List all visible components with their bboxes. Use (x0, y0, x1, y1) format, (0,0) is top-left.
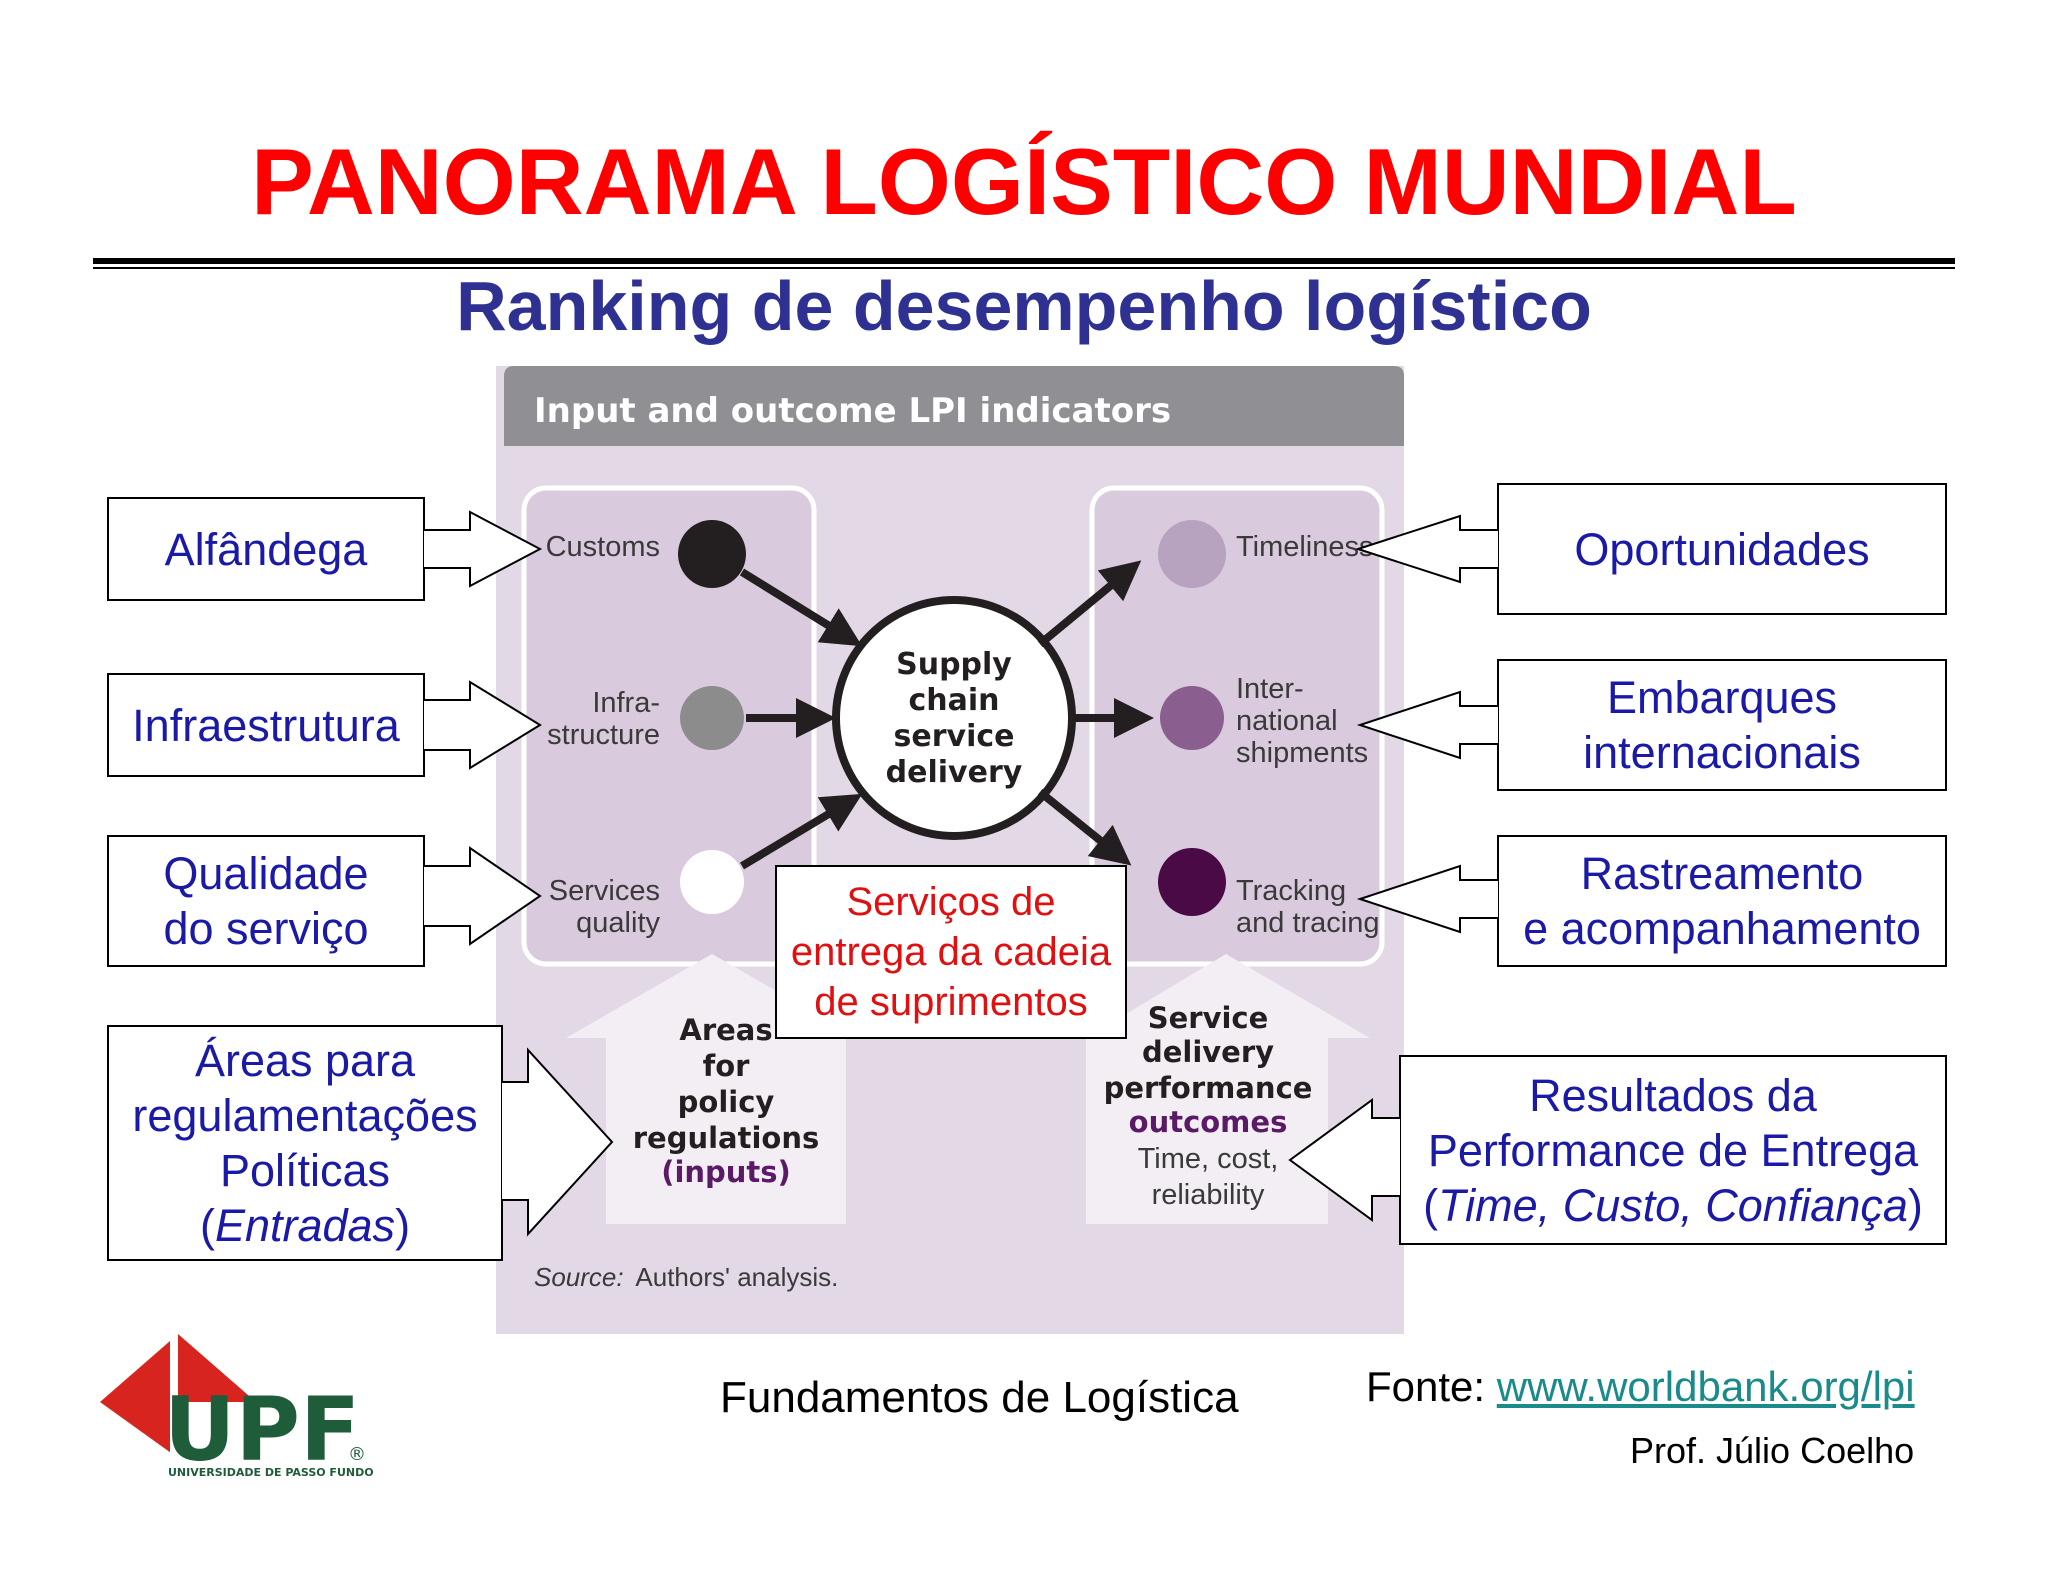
label-infraestrutura-text: Infraestrutura (132, 699, 400, 751)
label-rastreamento-line-2: e acompanhamento (1523, 903, 1921, 954)
arrow-areas (502, 1047, 614, 1237)
label-resultados-line-3: (Time, Custo, Confiança) (1423, 1179, 1923, 1231)
arrow-embarques (1356, 690, 1498, 760)
upf-logo-subtext: UNIVERSIDADE DE PASSO FUNDO (168, 1466, 374, 1479)
tracking-label-2: and tracing (1236, 907, 1380, 939)
infrastructure-dot (680, 686, 744, 750)
customs-label: Customs (546, 531, 660, 563)
center-line-3: service (894, 719, 1015, 754)
slide-subtitle: Ranking de desempenho logístico (456, 267, 1592, 345)
policy-line-3: policy (678, 1085, 775, 1119)
label-qualidade: Qualidade do serviço (108, 836, 424, 966)
label-qualidade-line-1: Qualidade (163, 848, 369, 899)
outcome-line-1: Service (1148, 1001, 1269, 1035)
infrastructure-label-1: Infra- (592, 687, 660, 719)
center-line-4: delivery (886, 755, 1023, 790)
timeliness-label: Timeliness (1236, 531, 1374, 563)
title-divider-thin (93, 267, 1955, 269)
box-embarques (1497, 659, 1947, 791)
tracking-dot (1158, 848, 1226, 916)
label-resultados-italic: Time, Custo, Confiança (1438, 1179, 1908, 1231)
services-quality-label-2: quality (576, 907, 660, 939)
policy-accent: (inputs) (661, 1155, 791, 1189)
label-resultados: Resultados da Performance de Entrega (Ti… (1400, 1056, 1946, 1244)
label-oportunidades-text: Oportunidades (1574, 523, 1870, 575)
callout-line-1: Serviços de (846, 880, 1056, 924)
box-alfandega (107, 497, 425, 601)
label-resultados-line-2: Performance de Entrega (1427, 1124, 1919, 1176)
arrow-infraestrutura (424, 680, 542, 770)
intl-label-1: Inter- (1236, 673, 1304, 705)
label-rastreamento: Rastreamento e acompanhamento (1498, 836, 1946, 966)
arrow-rastreamento (1356, 864, 1498, 934)
outcome-accent: outcomes (1129, 1105, 1288, 1139)
label-qualidade-line-2: do serviço (163, 903, 369, 954)
footer-course: Fundamentos de Logística (720, 1373, 1239, 1422)
arrow-qualidade (424, 846, 542, 946)
customs-dot (678, 520, 746, 588)
outcome-extra-1: Time, cost, (1138, 1143, 1279, 1175)
arrow-resultados (1288, 1098, 1400, 1222)
label-areas: Áreas para regulamentações Políticas (En… (108, 1026, 502, 1260)
outcome-extra-2: reliability (1152, 1179, 1265, 1211)
intl-label-3: shipments (1236, 737, 1368, 769)
timeliness-dot (1158, 520, 1226, 588)
box-resultados (1399, 1055, 1947, 1245)
services-quality-dot (680, 850, 744, 914)
upf-logo-text: UPF (164, 1378, 360, 1481)
worldbank-link[interactable]: www.worldbank.org/lpi (1496, 1363, 1915, 1410)
label-rastreamento-line-1: Rastreamento (1580, 848, 1864, 899)
label-alfandega-text: Alfândega (164, 523, 368, 575)
box-qualidade (107, 835, 425, 967)
label-resultados-line-1: Resultados da (1529, 1069, 1817, 1121)
label-areas-line-2: regulamentações (132, 1090, 478, 1141)
box-areas (107, 1025, 503, 1261)
arrow-oportunidades (1354, 514, 1498, 584)
label-areas-line-3: Políticas (219, 1145, 391, 1196)
label-areas-line-4: (Entradas) (199, 1200, 411, 1251)
footer-source: Fonte: www.worldbank.org/lpi (1366, 1363, 1915, 1411)
label-embarques-line-2: internacionais (1583, 727, 1861, 778)
title-divider (93, 258, 1955, 264)
label-areas-italic: Entradas (214, 1200, 396, 1251)
footer-professor: Prof. Júlio Coelho (1630, 1430, 1915, 1471)
label-alfandega: Alfândega (108, 498, 424, 600)
figure-header-text: Input and outcome LPI indicators (534, 391, 1171, 431)
figure-source: Source: Authors' analysis. (534, 1262, 838, 1292)
label-embarques: Embarques internacionais (1498, 660, 1946, 790)
intl-label-2: national (1236, 705, 1338, 737)
center-callout-box (775, 865, 1127, 1039)
label-areas-line-1: Áreas para (194, 1035, 416, 1086)
services-quality-label-1: Services (549, 875, 660, 907)
label-embarques-line-1: Embarques (1606, 672, 1838, 723)
center-line-2: chain (908, 683, 999, 718)
upf-logo (100, 1334, 256, 1458)
policy-line-4: regulations (633, 1121, 820, 1155)
slide-title: PANORAMA LOGÍSTICO MUNDIAL (251, 129, 1797, 234)
supply-chain-circle (832, 596, 1076, 840)
tracking-label-1: Tracking (1236, 875, 1346, 907)
box-oportunidades (1497, 483, 1947, 615)
infrastructure-label-2: structure (547, 719, 660, 751)
arrow-alfandega (424, 510, 543, 588)
outcome-line-3: performance (1104, 1071, 1313, 1105)
policy-line-1: Areas (679, 1013, 772, 1047)
policy-line-2: for (703, 1049, 751, 1083)
label-oportunidades: Oportunidades (1498, 484, 1946, 614)
footer-source-prefix: Fonte: (1366, 1363, 1497, 1410)
center-line-1: Supply (896, 647, 1012, 682)
outcome-line-2: delivery (1142, 1035, 1274, 1069)
label-infraestrutura: Infraestrutura (108, 674, 424, 776)
figure-header-bar (504, 366, 1404, 446)
international-shipments-dot (1160, 686, 1224, 750)
upf-logo-reg: ® (348, 1444, 366, 1465)
callout-line-3: de suprimentos (814, 980, 1088, 1024)
callout-line-2: entrega da cadeia (790, 930, 1112, 974)
center-callout-text: Serviços de entrega da cadeia de suprime… (776, 870, 1126, 1034)
